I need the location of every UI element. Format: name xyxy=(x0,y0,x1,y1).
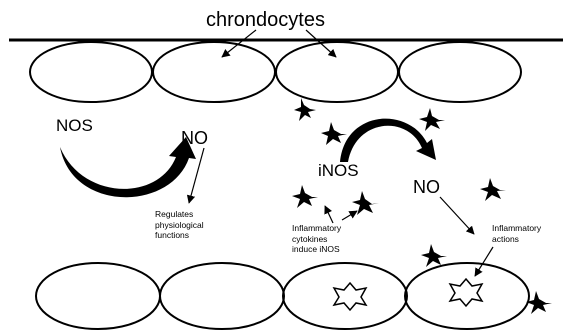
chondrocyte-arrow-right xyxy=(306,30,336,57)
cytokines-line: cytokines xyxy=(292,234,341,245)
top-cell-row xyxy=(30,42,521,102)
cytokines-line: induce iNOS xyxy=(292,244,341,255)
hollow-star-icon xyxy=(450,279,482,306)
regulates-line: physiological xyxy=(155,220,204,231)
top-cell-1 xyxy=(30,42,152,102)
top-cell-4 xyxy=(399,42,521,102)
inflammatory-actions-label: Inflammatory actions xyxy=(492,223,541,244)
cytokine-starbursts xyxy=(292,98,552,314)
regulates-label: Regulates physiological functions xyxy=(155,209,204,241)
bottom-cell-4 xyxy=(405,263,529,329)
no-label-right: NO xyxy=(413,177,440,198)
actions-to-cell-arrow xyxy=(475,247,493,276)
bottom-cell-3 xyxy=(283,263,407,329)
bottom-cell-1 xyxy=(36,263,160,329)
regulates-line: functions xyxy=(155,230,204,241)
cytokine-icon xyxy=(294,98,316,121)
nos-label: NOS xyxy=(56,116,93,136)
top-cell-3 xyxy=(276,42,398,102)
cytokines-line: Inflammatory xyxy=(292,223,341,234)
no-label-left: NO xyxy=(181,128,208,149)
chondrocytes-label: chrondocytes xyxy=(206,9,325,32)
bottom-cell-row xyxy=(36,263,529,329)
cytokines-label: Inflammatory cytokines induce iNOS xyxy=(292,223,341,255)
regulates-line: Regulates xyxy=(155,209,204,220)
top-cell-2 xyxy=(153,42,275,102)
nos-curved-arrow xyxy=(60,137,196,197)
no-to-actions-arrow xyxy=(440,197,474,234)
cytokine-icon xyxy=(292,185,318,208)
cytokine-icon xyxy=(421,244,447,267)
cytokine-arrow-1 xyxy=(325,206,333,223)
inos-curved-arrow xyxy=(340,119,436,162)
cytokine-icon xyxy=(419,108,445,131)
cytokine-icon xyxy=(321,122,347,145)
inflammatory-actions-line: Inflammatory xyxy=(492,223,541,234)
cytokine-arrow-2 xyxy=(342,211,357,220)
cytokine-icon xyxy=(480,178,506,201)
inos-label: iNOS xyxy=(318,161,359,181)
inflammatory-actions-line: actions xyxy=(492,234,541,245)
bottom-cell-2 xyxy=(160,263,284,329)
hollow-star-icon xyxy=(334,283,366,310)
